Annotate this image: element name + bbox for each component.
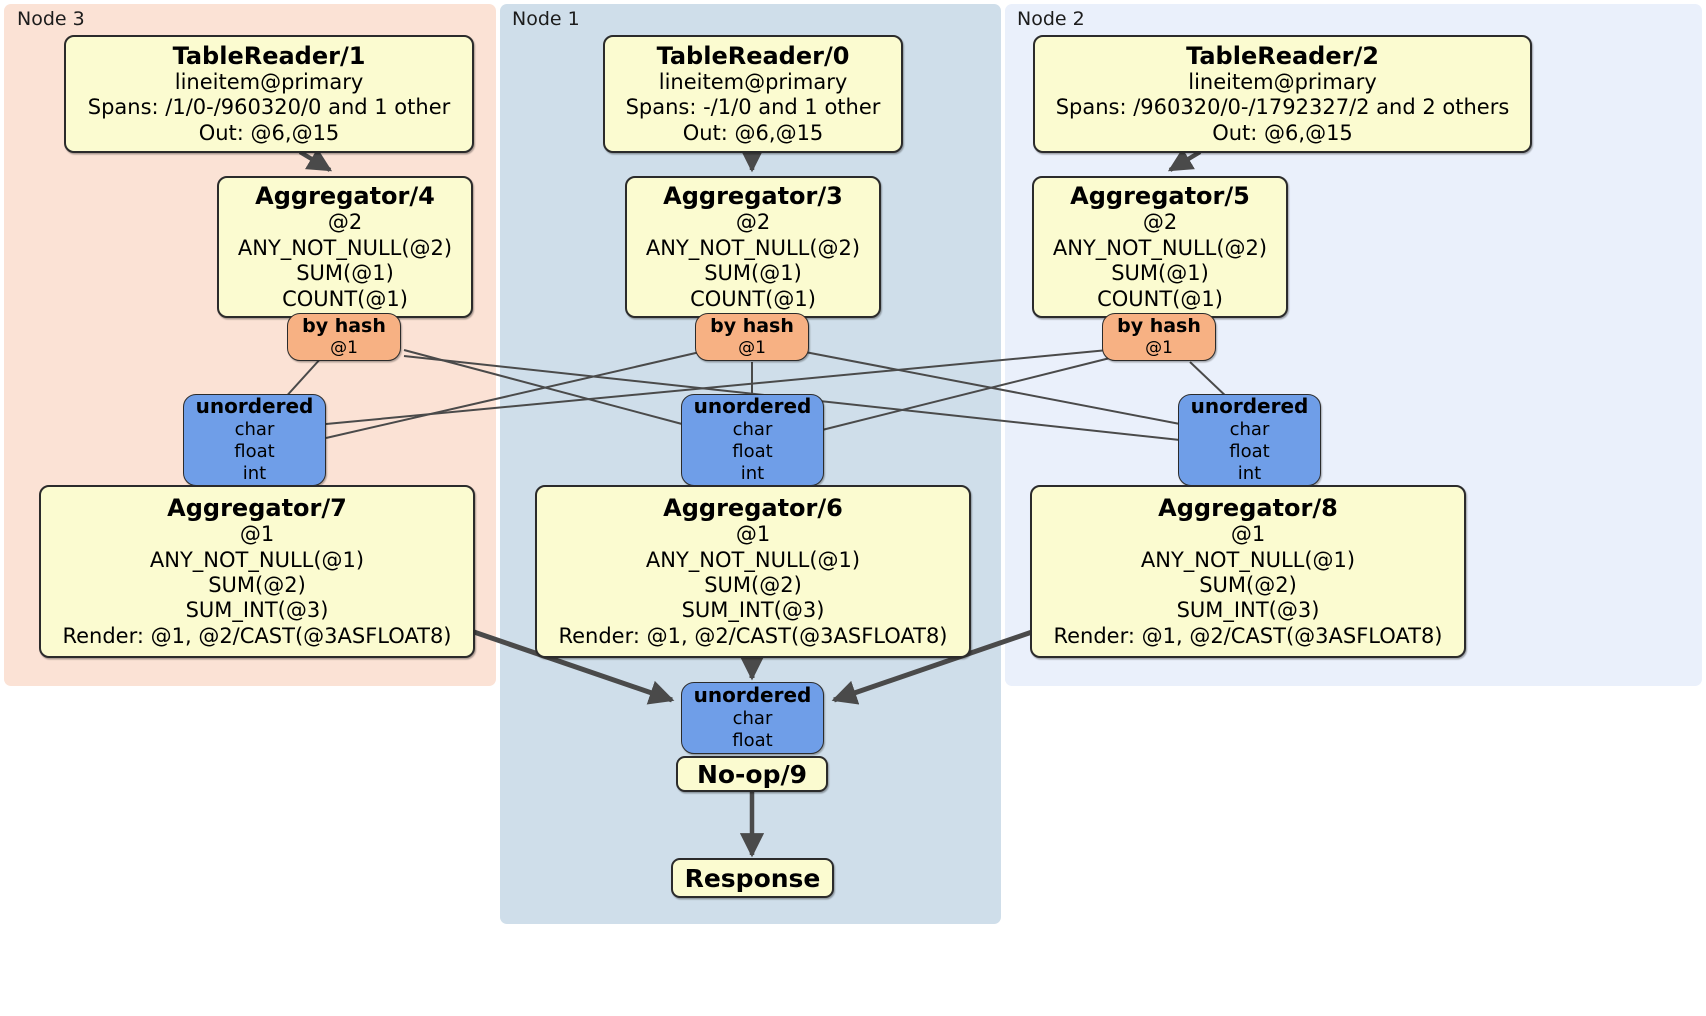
table-reader-2-box[interactable]: TableReader/2 lineitem@primary Spans: /9… bbox=[1033, 35, 1532, 153]
unordered-sync-center-title: unordered bbox=[693, 394, 812, 419]
aggregator-8-line-0: @1 bbox=[1230, 522, 1266, 547]
aggregator-5-line-3: COUNT(@1) bbox=[1097, 286, 1223, 311]
aggregator-7-line-0: @1 bbox=[239, 522, 275, 547]
unordered-sync-right[interactable]: unordered char float int bbox=[1178, 394, 1321, 486]
by-hash-router-center-title: by hash bbox=[710, 314, 794, 337]
aggregator-5-box[interactable]: Aggregator/5 @2 ANY_NOT_NULL(@2) SUM(@1)… bbox=[1032, 176, 1288, 318]
aggregator-5-line-2: SUM(@1) bbox=[1111, 261, 1209, 286]
table-reader-1-title: TableReader/1 bbox=[172, 41, 366, 70]
table-reader-2-line-1: Spans: /960320/0-/1792327/2 and 2 others bbox=[1055, 95, 1510, 120]
table-reader-2-title: TableReader/2 bbox=[1186, 41, 1379, 70]
table-reader-2-line-0: lineitem@primary bbox=[1188, 70, 1377, 95]
aggregator-7-line-2: SUM(@2) bbox=[208, 572, 306, 597]
unordered-sync-left-title: unordered bbox=[195, 394, 314, 419]
unordered-sync-left[interactable]: unordered char float int bbox=[183, 394, 326, 486]
by-hash-router-center-line-0: @1 bbox=[738, 337, 766, 358]
panel-node-1-label: Node 1 bbox=[512, 8, 580, 30]
unordered-sync-center-line-0: char bbox=[732, 418, 773, 440]
unordered-sync-left-line-1: float bbox=[234, 440, 275, 462]
aggregator-4-line-3: COUNT(@1) bbox=[282, 286, 408, 311]
aggregator-4-title: Aggregator/4 bbox=[255, 182, 435, 211]
by-hash-router-right-line-0: @1 bbox=[1145, 337, 1173, 358]
aggregator-8-line-4: Render: @1, @2/CAST(@3ASFLOAT8) bbox=[1053, 623, 1443, 648]
response-box[interactable]: Response bbox=[671, 858, 834, 898]
unordered-sync-center-line-1: float bbox=[732, 440, 773, 462]
aggregator-3-line-3: COUNT(@1) bbox=[690, 286, 816, 311]
aggregator-3-title: Aggregator/3 bbox=[663, 182, 843, 211]
unordered-sync-final-line-1: float bbox=[732, 729, 773, 751]
aggregator-7-box[interactable]: Aggregator/7 @1 ANY_NOT_NULL(@1) SUM(@2)… bbox=[39, 485, 475, 658]
aggregator-6-line-3: SUM_INT(@3) bbox=[681, 598, 825, 623]
by-hash-router-center[interactable]: by hash @1 bbox=[695, 313, 809, 361]
aggregator-5-title: Aggregator/5 bbox=[1070, 182, 1250, 211]
aggregator-4-line-1: ANY_NOT_NULL(@2) bbox=[237, 235, 453, 260]
aggregator-7-title: Aggregator/7 bbox=[167, 493, 347, 522]
unordered-sync-final-title: unordered bbox=[693, 683, 812, 708]
aggregator-6-line-1: ANY_NOT_NULL(@1) bbox=[645, 547, 861, 572]
aggregator-7-line-1: ANY_NOT_NULL(@1) bbox=[149, 547, 365, 572]
aggregator-8-line-1: ANY_NOT_NULL(@1) bbox=[1140, 547, 1356, 572]
aggregator-6-box[interactable]: Aggregator/6 @1 ANY_NOT_NULL(@1) SUM(@2)… bbox=[535, 485, 971, 658]
aggregator-7-line-4: Render: @1, @2/CAST(@3ASFLOAT8) bbox=[62, 623, 452, 648]
aggregator-4-line-0: @2 bbox=[327, 210, 363, 235]
aggregator-6-line-4: Render: @1, @2/CAST(@3ASFLOAT8) bbox=[558, 623, 948, 648]
unordered-sync-right-line-2: int bbox=[1237, 462, 1262, 484]
table-reader-0-line-2: Out: @6,@15 bbox=[682, 120, 824, 145]
aggregator-3-line-2: SUM(@1) bbox=[704, 261, 802, 286]
unordered-sync-final[interactable]: unordered char float bbox=[681, 682, 824, 754]
aggregator-6-line-0: @1 bbox=[735, 522, 771, 547]
aggregator-8-line-2: SUM(@2) bbox=[1199, 572, 1297, 597]
aggregator-8-line-3: SUM_INT(@3) bbox=[1176, 598, 1320, 623]
by-hash-router-right[interactable]: by hash @1 bbox=[1102, 313, 1216, 361]
table-reader-1-box[interactable]: TableReader/1 lineitem@primary Spans: /1… bbox=[64, 35, 474, 153]
by-hash-router-right-title: by hash bbox=[1117, 314, 1201, 337]
unordered-sync-center-line-2: int bbox=[740, 462, 765, 484]
unordered-sync-left-line-0: char bbox=[234, 418, 275, 440]
aggregator-4-line-2: SUM(@1) bbox=[296, 261, 394, 286]
aggregator-3-line-1: ANY_NOT_NULL(@2) bbox=[645, 235, 861, 260]
panel-node-3-label: Node 3 bbox=[17, 8, 85, 30]
table-reader-0-title: TableReader/0 bbox=[656, 41, 850, 70]
aggregator-5-line-0: @2 bbox=[1142, 210, 1178, 235]
by-hash-router-left[interactable]: by hash @1 bbox=[287, 313, 401, 361]
unordered-sync-right-title: unordered bbox=[1190, 394, 1309, 419]
unordered-sync-right-line-1: float bbox=[1229, 440, 1270, 462]
aggregator-5-line-1: ANY_NOT_NULL(@2) bbox=[1052, 235, 1268, 260]
unordered-sync-center[interactable]: unordered char float int bbox=[681, 394, 824, 486]
unordered-sync-right-line-0: char bbox=[1229, 418, 1270, 440]
aggregator-7-line-3: SUM_INT(@3) bbox=[185, 598, 329, 623]
aggregator-4-box[interactable]: Aggregator/4 @2 ANY_NOT_NULL(@2) SUM(@1)… bbox=[217, 176, 473, 318]
table-reader-0-line-0: lineitem@primary bbox=[658, 70, 848, 95]
aggregator-8-title: Aggregator/8 bbox=[1158, 493, 1338, 522]
aggregator-8-box[interactable]: Aggregator/8 @1 ANY_NOT_NULL(@1) SUM(@2)… bbox=[1030, 485, 1466, 658]
table-reader-1-line-0: lineitem@primary bbox=[174, 70, 364, 95]
noop-9-box[interactable]: No-op/9 bbox=[676, 756, 828, 792]
table-reader-1-line-2: Out: @6,@15 bbox=[198, 120, 340, 145]
by-hash-router-left-line-0: @1 bbox=[330, 337, 358, 358]
table-reader-0-box[interactable]: TableReader/0 lineitem@primary Spans: -/… bbox=[603, 35, 903, 153]
table-reader-0-line-1: Spans: -/1/0 and 1 other bbox=[625, 95, 881, 120]
table-reader-2-line-2: Out: @6,@15 bbox=[1212, 120, 1353, 145]
by-hash-router-left-title: by hash bbox=[302, 314, 386, 337]
table-reader-1-line-1: Spans: /1/0-/960320/0 and 1 other bbox=[87, 95, 451, 120]
aggregator-6-line-2: SUM(@2) bbox=[704, 572, 802, 597]
panel-node-2-label: Node 2 bbox=[1017, 8, 1085, 30]
aggregator-3-line-0: @2 bbox=[735, 210, 771, 235]
unordered-sync-left-line-2: int bbox=[242, 462, 267, 484]
unordered-sync-final-line-0: char bbox=[732, 707, 773, 729]
aggregator-3-box[interactable]: Aggregator/3 @2 ANY_NOT_NULL(@2) SUM(@1)… bbox=[625, 176, 881, 318]
aggregator-6-title: Aggregator/6 bbox=[663, 493, 843, 522]
